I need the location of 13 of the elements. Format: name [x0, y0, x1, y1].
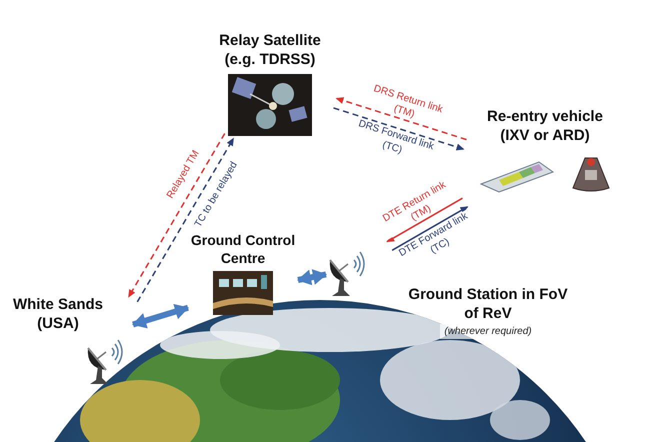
double-headed-arrow: [132, 304, 189, 328]
dashed-arrow: [336, 97, 467, 140]
dashed-arrow: [136, 138, 234, 302]
node-title: Relay Satellite (e.g. TDRSS): [218, 32, 322, 70]
dashed-arrow: [333, 107, 464, 150]
arrow: [386, 198, 463, 242]
node-title: White Sands (USA): [12, 296, 104, 334]
arrow: [392, 206, 468, 251]
node-title: Ground Station in FoV of ReV: [407, 286, 569, 324]
dashed-arrow: [128, 133, 226, 298]
node-title: Ground Control Centre: [190, 232, 296, 267]
node-title: Re-entry vehicle (IXV or ARD): [486, 108, 604, 146]
double-headed-arrow: [297, 269, 327, 286]
